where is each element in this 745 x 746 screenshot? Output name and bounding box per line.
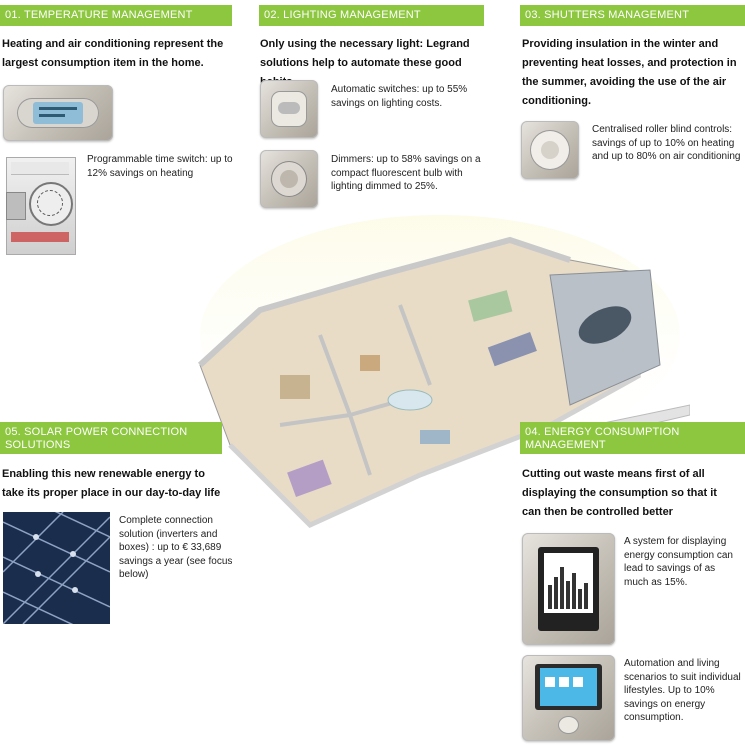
temperature-header: 01. TEMPERATURE MANAGEMENT	[0, 5, 232, 26]
lighting-item-1: Automatic switches: up to 55% savings on…	[331, 84, 468, 109]
energy-intro: Cutting out waste means first of all dis…	[522, 468, 717, 518]
shutters-item-1: Centralised roller blind controls: savin…	[592, 124, 741, 162]
energy-item-2: Automation and living scenarios to suit …	[624, 658, 741, 723]
solar-item-1: Complete connection solution (inverters …	[119, 515, 233, 580]
motion-switch-image	[260, 80, 318, 138]
lighting-header: 02. LIGHTING MANAGEMENT	[259, 5, 484, 26]
shutters-header: 03. SHUTTERS MANAGEMENT	[520, 5, 745, 26]
solar-panel-image	[3, 512, 110, 624]
lighting-item-2: Dimmers: up to 58% savings on a compact …	[331, 154, 481, 192]
automation-touchscreen-image	[522, 655, 615, 741]
time-switch-image	[6, 157, 76, 255]
solar-header: 05. SOLAR POWER CONNECTION SOLUTIONS	[0, 422, 222, 454]
roller-blind-control-image	[521, 121, 579, 179]
energy-item-1: A system for displaying energy consumpti…	[624, 536, 733, 588]
solar-intro: Enabling this new renewable energy to ta…	[2, 468, 221, 499]
temperature-intro: Heating and air conditioning represent t…	[2, 38, 224, 69]
energy-header: 04. ENERGY CONSUMPTION MANAGEMENT	[520, 422, 745, 454]
dimmer-image	[260, 150, 318, 208]
thermostat-image	[3, 85, 113, 141]
shutters-intro: Providing insulation in the winter and p…	[522, 38, 737, 107]
temperature-item-1: Programmable time switch: up to 12% savi…	[87, 154, 233, 179]
energy-display-image	[522, 533, 615, 645]
house-illustration	[197, 215, 690, 528]
